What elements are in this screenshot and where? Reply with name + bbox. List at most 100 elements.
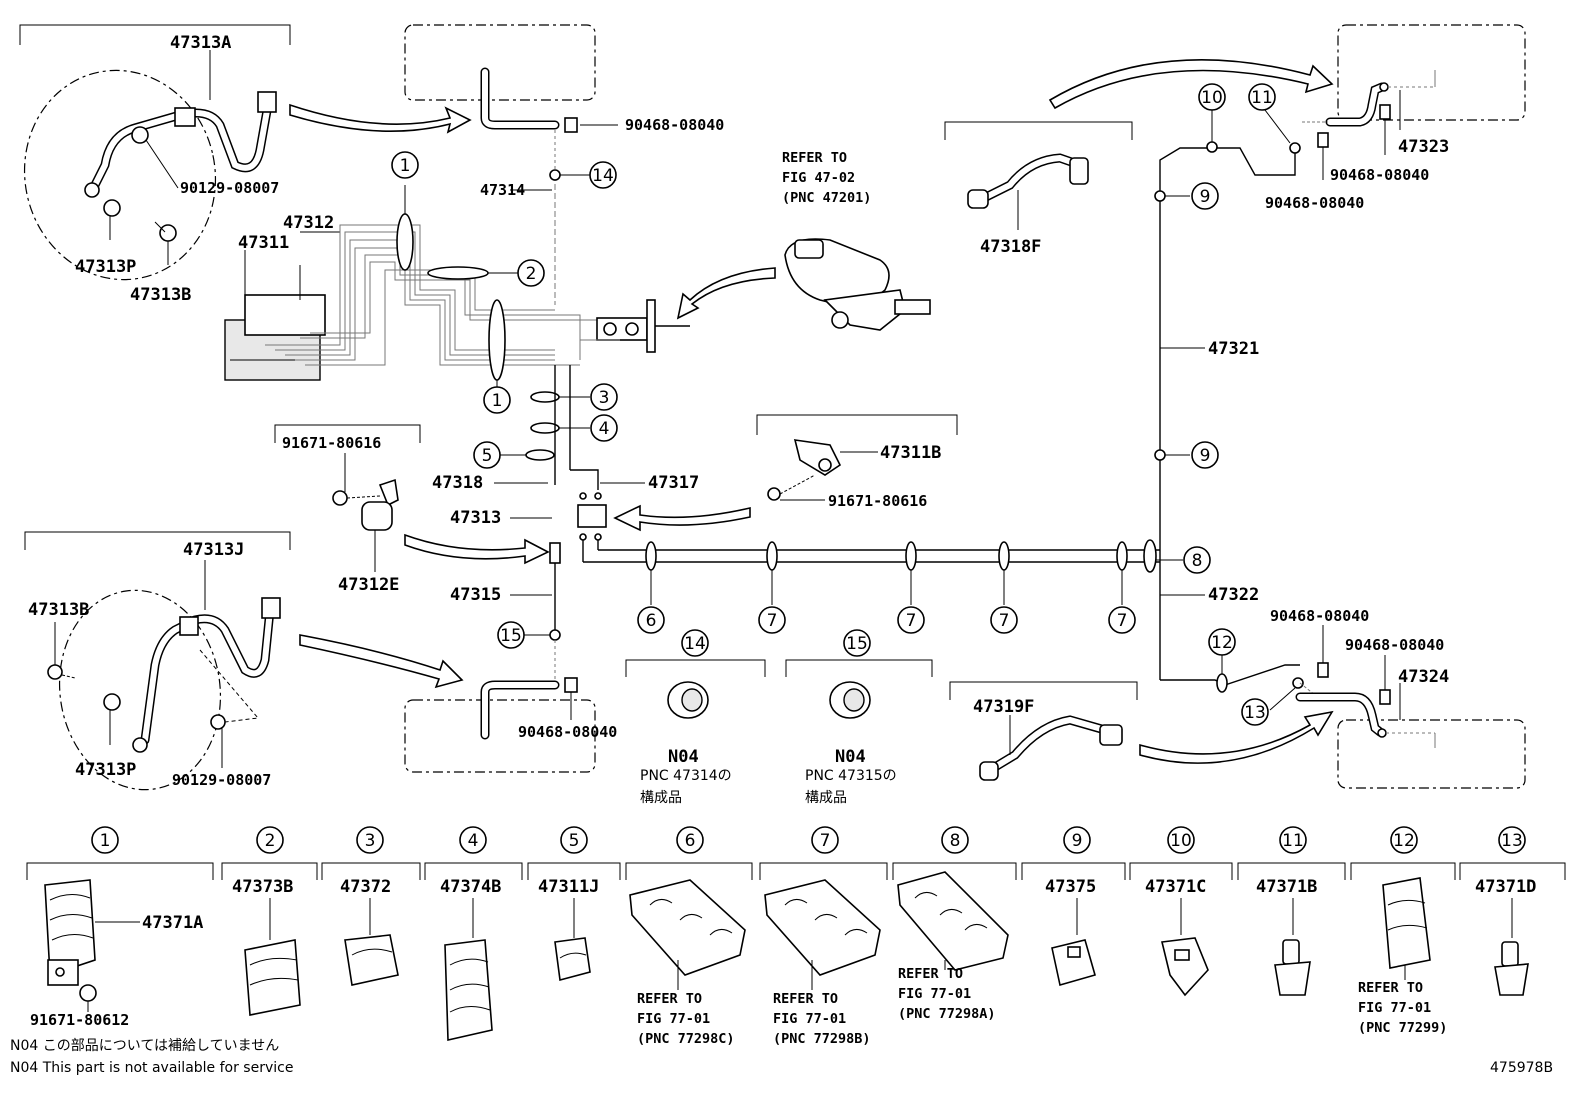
callout-7-d: 7: [1108, 606, 1136, 634]
label-47322: 47322: [1208, 585, 1259, 605]
arrow-to-47315: [404, 533, 550, 565]
bracket-47312E: [361, 478, 399, 531]
label-90468-08040-c: 90468-08040: [1265, 194, 1364, 212]
legend-callout-13: 13: [1498, 826, 1526, 854]
callout-7-c: 7: [990, 606, 1018, 634]
legend-callout-6-text: 6: [685, 831, 696, 851]
label-pnc-47314: PNC 47314の: [640, 768, 732, 784]
legend-ref7-line3: (PNC 77298B): [773, 1031, 871, 1047]
callout-9-mid: 9: [1191, 441, 1219, 469]
callout-14-text: 14: [592, 166, 614, 186]
legend-ref8-line2: FIG 77-01: [898, 986, 971, 1002]
label-kosei-47315: 構成品: [805, 790, 847, 806]
legend-label-47371D: 47371D: [1475, 877, 1536, 897]
label-90468-08040-b: 90468-08040: [1330, 166, 1429, 184]
callout-10-text: 10: [1201, 88, 1223, 108]
legend-callout-8-text: 8: [950, 831, 961, 851]
label-91671-80616-b: 91671-80616: [828, 492, 927, 510]
dashed-callout-circle: [23, 69, 217, 281]
dashed-callout-circle-2: [58, 589, 222, 791]
label-47313P-b: 47313P: [75, 760, 136, 780]
refer-line-2: FIG 47-02: [782, 170, 855, 186]
label-47313: 47313: [450, 508, 501, 528]
callout-15: 15: [497, 621, 525, 649]
label-90468-08040-a: 90468-08040: [625, 116, 724, 134]
legend-ref7-line2: FIG 77-01: [773, 1011, 846, 1027]
hose-47319F: [979, 715, 1123, 781]
callout-12-text: 12: [1211, 633, 1233, 653]
arrow-to-top-box: [289, 103, 472, 134]
callout-14-legend-text: 14: [684, 634, 706, 654]
label-47319F: 47319F: [973, 697, 1034, 717]
legend-label-47373B: 47373B: [232, 877, 293, 897]
callout-4-text: 4: [599, 419, 610, 439]
legend-callout-4-text: 4: [468, 831, 479, 851]
callout-15-legend: 15: [843, 629, 871, 657]
label-47313J: 47313J: [183, 540, 244, 560]
legend-callout-12: 12: [1390, 826, 1418, 854]
label-47313B-a: 47313B: [130, 285, 191, 305]
label-47318: 47318: [432, 473, 483, 493]
label-47313P-a: 47313P: [75, 257, 136, 277]
label-90468-08040-f: 90468-08040: [1345, 636, 1444, 654]
callout-12: 12: [1208, 628, 1236, 656]
label-47318F: 47318F: [980, 237, 1041, 257]
clamp-7-b: [905, 541, 917, 571]
callout-6: 6: [637, 606, 665, 634]
clamp-drawing-77298B: [764, 879, 881, 990]
group-47313A: [19, 24, 291, 281]
legend-ref12-line3: (PNC 77299): [1358, 1020, 1447, 1036]
callout-8: 8: [1183, 546, 1211, 574]
legend-label-47372: 47372: [340, 877, 391, 897]
legend-callout-9: 9: [1063, 826, 1091, 854]
arrow-to-bottom-box: [299, 634, 464, 689]
callout-2: 2: [517, 259, 545, 287]
legend-label-47375: 47375: [1045, 877, 1096, 897]
callout-3-text: 3: [599, 388, 610, 408]
label-47324: 47324: [1398, 667, 1449, 687]
bolt-47313B: [159, 224, 177, 242]
legend-callout-3: 3: [356, 826, 384, 854]
legend-callout-7: 7: [811, 826, 839, 854]
label-47311: 47311: [238, 233, 289, 253]
clamp-1-top: [396, 213, 414, 271]
legend-ref12-line1: REFER TO: [1358, 980, 1423, 996]
legend-callout-3-text: 3: [365, 831, 376, 851]
callout-7-b-text: 7: [906, 611, 917, 631]
master-cylinder: [784, 238, 931, 331]
callout-14-legend: 14: [681, 629, 709, 657]
callout-1-lower-text: 1: [492, 391, 503, 411]
clamp-drawing-47375: [1051, 898, 1096, 987]
legend-label-47371A: 47371A: [142, 913, 203, 933]
legend-label-91671-80612: 91671-80612: [30, 1011, 129, 1029]
legend-callout-7-text: 7: [820, 831, 831, 851]
dashed-box-top-right: [1337, 24, 1526, 121]
dashed-box-bottom-left: [404, 699, 596, 773]
callout-1-top: 1: [391, 151, 419, 179]
clamp-7-d: [1116, 541, 1128, 571]
callout-10: 10: [1198, 83, 1226, 111]
callout-7-a-text: 7: [767, 611, 778, 631]
arrow-to-bottom-right-box: [1139, 710, 1334, 764]
label-47313A: 47313A: [170, 33, 231, 53]
label-47317: 47317: [648, 473, 699, 493]
arrow-to-top-right-box: [1048, 59, 1334, 110]
callout-11-text: 11: [1251, 88, 1273, 108]
dashed-box-bottom-right: [1337, 719, 1526, 789]
clamp-1-lower: [488, 299, 506, 381]
note-english: N04 This part is not available for servi…: [10, 1060, 293, 1076]
legend-callout-1-text: 1: [100, 831, 111, 851]
refer-line-1: REFER TO: [782, 150, 847, 166]
label-47323: 47323: [1398, 137, 1449, 157]
callout-5-text: 5: [482, 446, 493, 466]
callout-13: 13: [1241, 698, 1269, 726]
legend-callout-13-text: 13: [1501, 831, 1523, 851]
label-47315: 47315: [450, 585, 501, 605]
clamp-drawing-77298C: [629, 879, 746, 990]
bolt-90129: [131, 126, 149, 144]
clamp-drawing-47374B: [444, 898, 493, 1041]
legend-callout-5: 5: [560, 826, 588, 854]
legend-ref6-line3: (PNC 77298C): [637, 1031, 735, 1047]
dashed-box-top-left: [404, 24, 596, 101]
label-47313B-b: 47313B: [28, 600, 89, 620]
